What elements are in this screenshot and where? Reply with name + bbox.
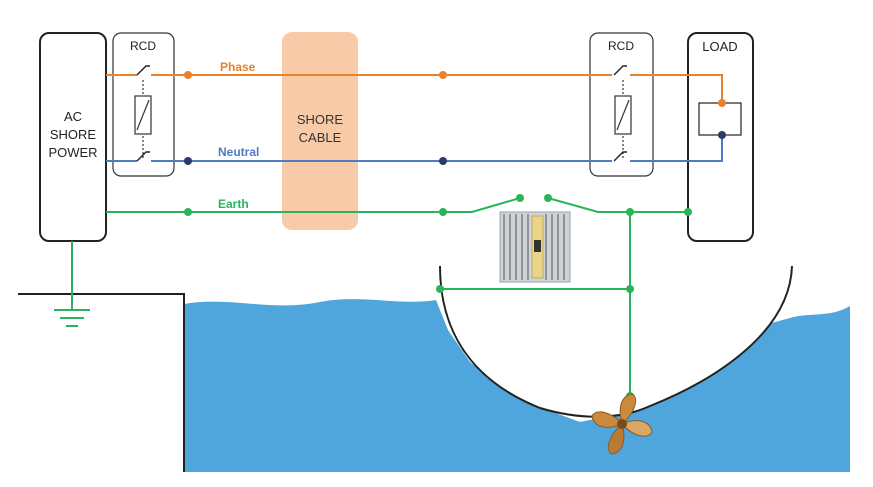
phase-node-load (718, 99, 726, 107)
shore-power-label-2: SHORE (50, 127, 97, 142)
neutral-switch-contacts (136, 151, 627, 162)
shore-cable-label-1: SHORE (297, 112, 344, 127)
phase-node-2 (439, 71, 447, 79)
earth-node-2 (439, 208, 447, 216)
phase-switch-contacts (136, 65, 627, 76)
quay-outline (18, 293, 185, 472)
rcd-right-label: RCD (608, 39, 634, 53)
earth-node-load (684, 208, 692, 216)
earth-wire (106, 197, 688, 400)
earth-node-1 (184, 208, 192, 216)
earth-label: Earth (218, 197, 249, 211)
neutral-label: Neutral (218, 145, 259, 159)
neutral-node-2 (439, 157, 447, 165)
propeller-icon (591, 393, 653, 455)
earth-node-hull-junction (626, 285, 634, 293)
earth-node-iso-left (516, 194, 524, 202)
phase-label: Phase (220, 60, 256, 74)
rcd-left-mechanism-icon (134, 80, 152, 158)
shore-power-label-1: AC (64, 109, 82, 124)
earth-node-hull (436, 285, 444, 293)
shore-cable-label-2: CABLE (299, 130, 342, 145)
earth-node-3 (626, 208, 634, 216)
water-under-hull (470, 362, 700, 472)
neutral-node-1 (184, 157, 192, 165)
earth-node-iso-right (544, 194, 552, 202)
load-element (698, 102, 742, 136)
neutral-node-load (718, 131, 726, 139)
neutral-wire (106, 135, 723, 162)
phase-wire (106, 74, 723, 103)
galvanic-isolator-icon (499, 211, 571, 283)
load-label: LOAD (702, 39, 737, 54)
shore-power-label-3: POWER (48, 145, 97, 160)
phase-node-1 (184, 71, 192, 79)
ground-symbol-icon (54, 241, 90, 327)
shore-cable (282, 32, 358, 230)
rcd-right-mechanism-icon (614, 80, 632, 158)
rcd-left-label: RCD (130, 39, 156, 53)
